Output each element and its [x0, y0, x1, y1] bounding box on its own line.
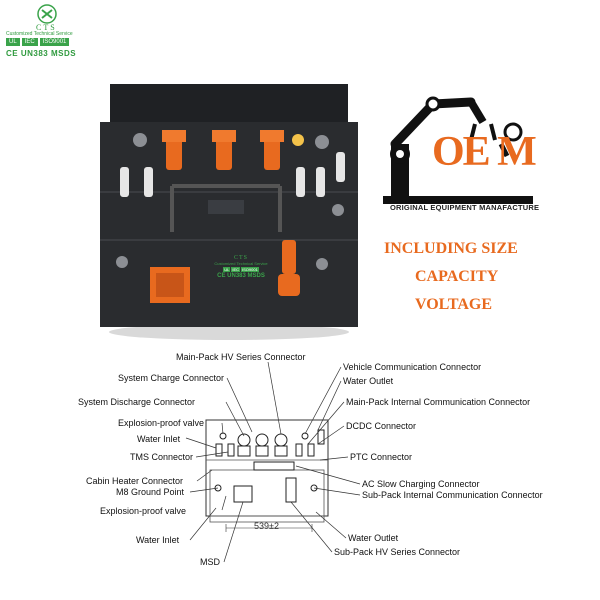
cts-logo-icon — [37, 4, 57, 24]
cert-badge: ISO9001 — [39, 38, 70, 46]
label-water-outlet-bottom: Water Outlet — [348, 533, 399, 543]
brand-subtitle: Customized Technical Service — [6, 31, 73, 37]
label-sub-pack-hv-series-connector: Sub-Pack HV Series Connector — [334, 547, 461, 557]
battery-pack-image — [100, 84, 358, 340]
oem-caption: ORIGINAL EQUIPMENT MANAFACTURE — [390, 203, 540, 212]
label-system-charge-connector: System Charge Connector — [118, 373, 225, 383]
brand-name: CTS — [36, 23, 57, 32]
label-main-pack-hv-series-connector: Main-Pack HV Series Connector — [176, 352, 306, 362]
brand-cert-line: CE UN383 MSDS — [6, 49, 77, 58]
label-cabin-heater-connector: Cabin Heater Connector — [86, 476, 184, 486]
oem-robot-arm-icon — [383, 96, 533, 204]
dimension-label: 539±2 — [254, 521, 279, 531]
label-m8-ground-point: M8 Ground Point — [116, 487, 185, 497]
product-label-logo: CTS — [233, 255, 248, 261]
label-water-inlet-top: Water Inlet — [137, 434, 181, 444]
label-explosion-proof-valve-top: Explosion-proof valve — [118, 418, 205, 428]
label-explosion-proof-valve-bottom: Explosion-proof valve — [100, 506, 187, 516]
hv-connector-icon — [162, 130, 186, 170]
cert-badge: ISO9001 — [241, 267, 259, 272]
label-vehicle-communication-connector: Vehicle Communication Connector — [343, 362, 482, 372]
label-water-outlet-top: Water Outlet — [343, 376, 394, 386]
label-msd: MSD — [200, 557, 220, 567]
pack-line-drawing — [185, 361, 361, 563]
cert-badge: UL — [223, 267, 231, 272]
oem-logo-text: OE M — [432, 129, 537, 175]
label-sub-pack-internal-communication-connector: Sub-Pack Internal Communication Connecto… — [362, 490, 543, 500]
label-main-pack-internal-communication-connector: Main-Pack Internal Communication Connect… — [346, 397, 531, 407]
brand-logo — [36, 4, 58, 24]
label-dcdc-connector: DCDC Connector — [346, 421, 417, 431]
label-system-discharge-connector: System Discharge Connector — [78, 397, 196, 407]
label-ptc-connector: PTC Connector — [350, 452, 413, 462]
cert-badge: IEC — [21, 38, 38, 46]
brand-cert-row: UL IEC ISO9001 — [6, 38, 70, 46]
product-label-line2: CE UN383 MSDS — [217, 273, 265, 279]
cert-badge: IEC — [231, 267, 240, 272]
promo-line-size: INCLUDING SIZE — [384, 240, 518, 257]
promo-line-voltage: VOLTAGE — [415, 296, 493, 313]
label-water-inlet-bottom: Water Inlet — [136, 535, 180, 545]
cert-badge: UL — [6, 38, 20, 46]
product-label: CTS Customized Technical Service UL IEC … — [205, 255, 277, 279]
label-ac-slow-charging-connector: AC Slow Charging Connector — [362, 479, 480, 489]
label-tms-connector: TMS Connector — [130, 452, 194, 462]
product-label-certs: UL IEC ISO9001 — [205, 267, 277, 272]
promo-line-capacity: CAPACITY — [415, 268, 499, 285]
product-label-subtitle: Customized Technical Service — [214, 261, 268, 266]
